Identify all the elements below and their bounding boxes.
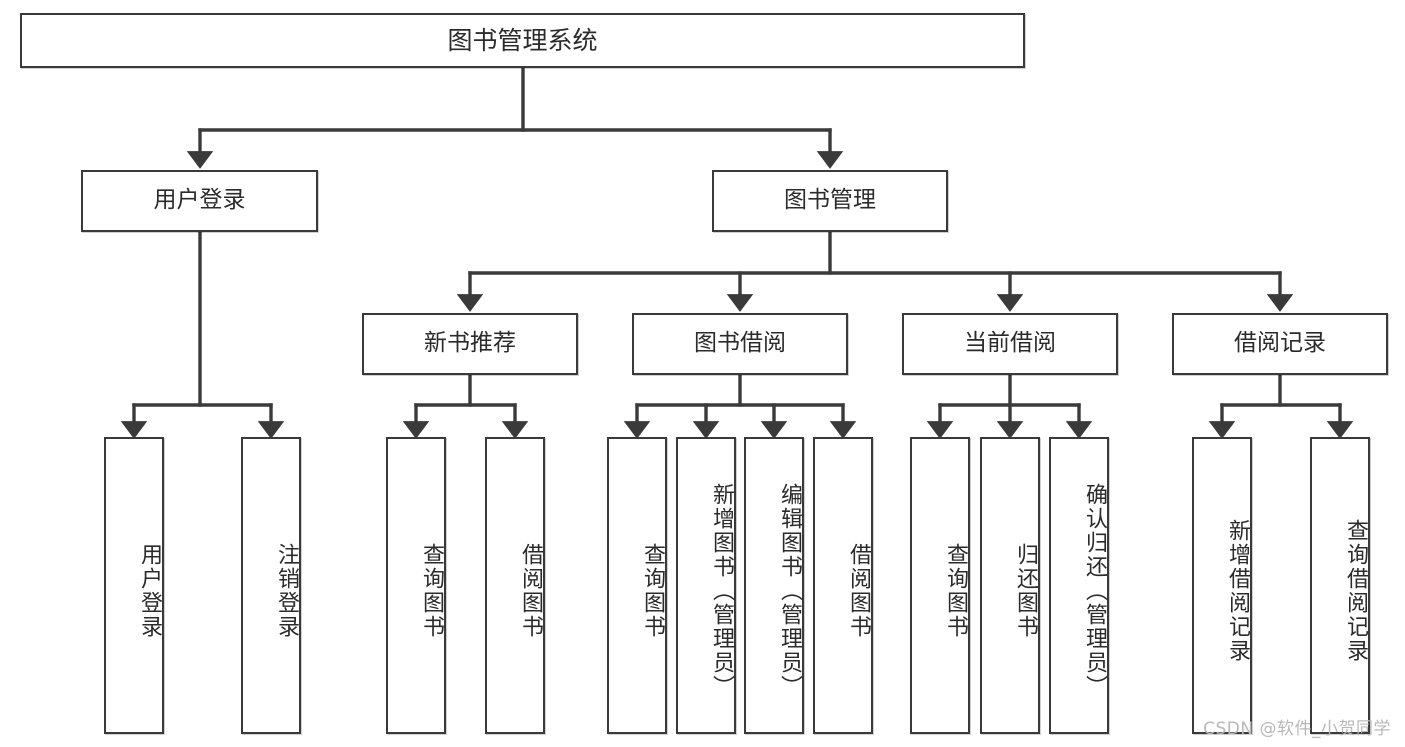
node-label: 注销登录 — [274, 542, 299, 639]
node-label: 归还图书 — [1013, 542, 1038, 639]
leaf-record-add-borrow-record[interactable]: 新增借阅记录 — [1192, 437, 1252, 734]
node-label: 新书推荐 — [424, 330, 516, 357]
node-label: 借阅图书 — [518, 542, 543, 639]
node-label: 查询图书 — [640, 542, 665, 639]
node-label: 查询借阅记录 — [1343, 518, 1368, 663]
node-label: 借阅图书 — [846, 542, 871, 639]
leaf-borrow-borrow-book[interactable]: 借阅图书 — [813, 437, 873, 734]
node-current-borrow[interactable]: 当前借阅 — [902, 313, 1118, 375]
node-label: 新增借阅记录 — [1225, 518, 1250, 663]
node-label: 用户登录 — [153, 187, 246, 214]
node-label: 查询图书 — [943, 542, 968, 639]
node-label: 图书管理 — [784, 187, 876, 214]
leaf-record-query-borrow-record[interactable]: 查询借阅记录 — [1310, 437, 1370, 734]
node-label: 新增图书（管理员） — [709, 482, 734, 699]
node-new-book-recommend[interactable]: 新书推荐 — [362, 313, 578, 375]
leaf-user-logout[interactable]: 注销登录 — [241, 437, 301, 734]
leaf-user-login[interactable]: 用户登录 — [104, 437, 164, 734]
node-label: 图书借阅 — [694, 330, 786, 357]
leaf-recommend-query-book[interactable]: 查询图书 — [386, 437, 446, 734]
leaf-recommend-borrow-book[interactable]: 借阅图书 — [485, 437, 545, 734]
node-label: 确认归还（管理员） — [1082, 482, 1107, 699]
leaf-borrow-query-book[interactable]: 查询图书 — [607, 437, 667, 734]
node-book-management[interactable]: 图书管理 — [712, 170, 948, 232]
leaf-current-confirm-return-admin[interactable]: 确认归还（管理员） — [1049, 437, 1109, 734]
node-label: 当前借阅 — [964, 330, 1056, 357]
node-book-borrow[interactable]: 图书借阅 — [632, 313, 848, 375]
node-root-system[interactable]: 图书管理系统 — [20, 13, 1025, 68]
node-label: 编辑图书（管理员） — [777, 482, 802, 699]
leaf-current-query-book[interactable]: 查询图书 — [910, 437, 970, 734]
node-user-login[interactable]: 用户登录 — [81, 170, 318, 232]
leaf-borrow-edit-book-admin[interactable]: 编辑图书（管理员） — [744, 437, 804, 734]
node-label: 图书管理系统 — [447, 25, 598, 55]
node-label: 用户登录 — [137, 542, 162, 639]
leaf-borrow-add-book-admin[interactable]: 新增图书（管理员） — [676, 437, 736, 734]
csdn-watermark: CSDN @软件_小贺同学 — [1203, 719, 1391, 739]
node-label: 借阅记录 — [1234, 330, 1326, 357]
node-label: 查询图书 — [419, 542, 444, 639]
node-borrow-record[interactable]: 借阅记录 — [1172, 313, 1388, 375]
leaf-current-return-book[interactable]: 归还图书 — [980, 437, 1040, 734]
